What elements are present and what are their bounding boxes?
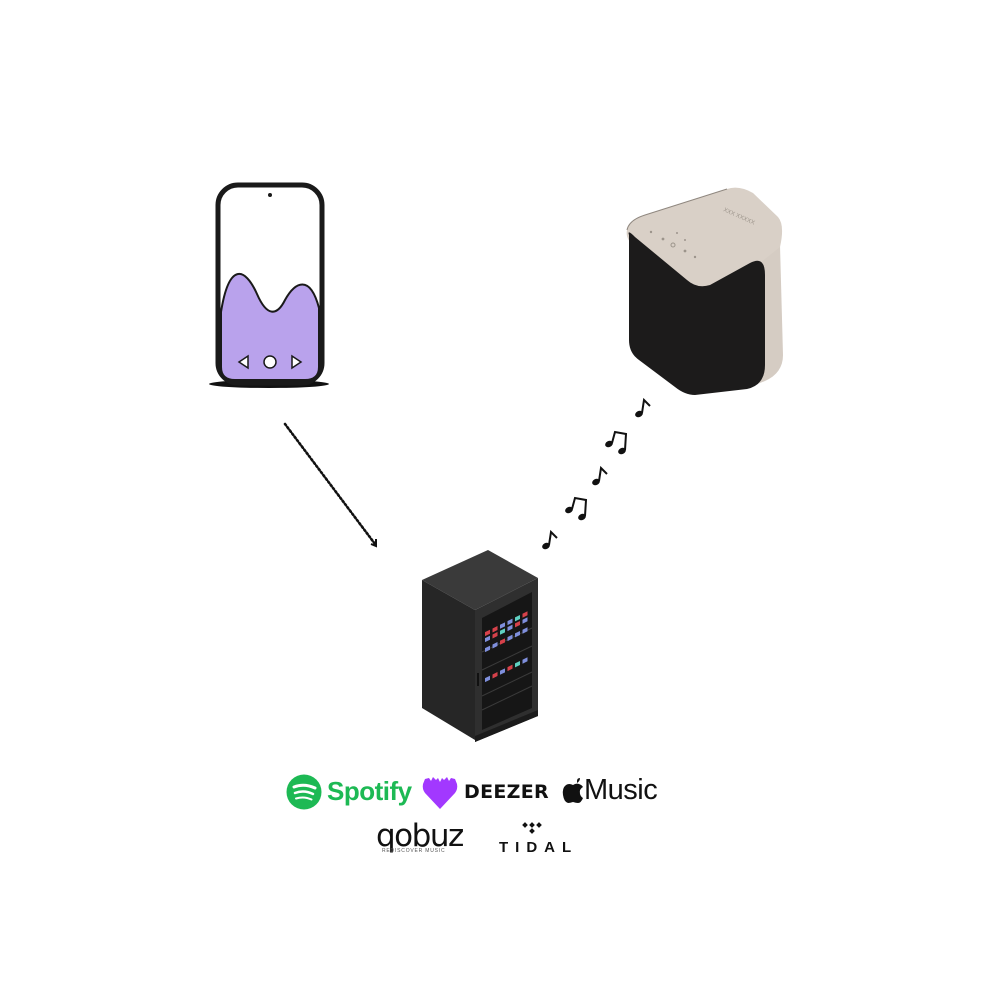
rack-led [492, 626, 498, 633]
rack-led [507, 664, 513, 672]
rack-led [485, 629, 490, 637]
rack-led [515, 630, 520, 638]
rack-left-side [422, 580, 475, 740]
rack-top [422, 550, 538, 610]
qobuz-tagline: REDISCOVER MUSIC [382, 848, 446, 854]
double-music-note-icon [565, 496, 588, 521]
rack-led [507, 618, 513, 626]
rack-led [507, 624, 513, 632]
rack-led [492, 632, 498, 639]
forward-icon [291, 354, 303, 370]
back-icon [237, 354, 249, 370]
qobuz-logo-text: qobuz [376, 818, 464, 854]
home-icon [263, 355, 277, 369]
rack-base [475, 710, 538, 742]
rack-led [500, 668, 505, 675]
apple-music-logo-text: Music [584, 774, 658, 806]
music-note-icon [635, 397, 651, 418]
rack-led [522, 627, 528, 634]
apple-icon [562, 778, 583, 803]
speaker-illustration: XXX XXXXX [626, 187, 783, 395]
speaker-controls [649, 230, 697, 259]
rack-led [515, 660, 520, 668]
arrowhead-icon [370, 539, 377, 548]
rack-led [500, 622, 505, 629]
rack-led-panel [485, 611, 528, 683]
rack-led [492, 672, 498, 679]
music-notes-connector [542, 397, 651, 550]
tidal-logo-text: TIDAL [499, 839, 579, 856]
spotify-logo-text: Spotify [327, 776, 412, 806]
rack-led [515, 620, 520, 628]
rack-led [492, 642, 498, 649]
spotify-icon [286, 774, 322, 810]
rack-led [485, 635, 490, 643]
rack-led [500, 638, 505, 645]
rack-led [522, 657, 528, 664]
speaker-front-body [628, 232, 765, 395]
deezer-logo-text: DEEZER [464, 781, 549, 803]
music-note-icon [542, 529, 558, 550]
phone-illustration [209, 182, 329, 388]
music-note-icon [592, 465, 608, 486]
rack-led [507, 634, 513, 642]
deezer-heart-icon [422, 777, 458, 809]
rack-led [515, 614, 520, 622]
phone-screen-wave [220, 273, 320, 381]
tidal-icon [522, 822, 542, 834]
dotted-arrow-connector [283, 422, 377, 548]
rack-glass-door [482, 592, 532, 730]
rack-led [500, 628, 505, 635]
double-music-note-icon [605, 430, 628, 455]
rack-led [485, 675, 490, 683]
server-rack-illustration [422, 550, 538, 742]
rack-led [522, 611, 528, 618]
rack-led [485, 645, 490, 653]
phone-camera-dot [268, 193, 272, 197]
rack-led [522, 617, 528, 624]
